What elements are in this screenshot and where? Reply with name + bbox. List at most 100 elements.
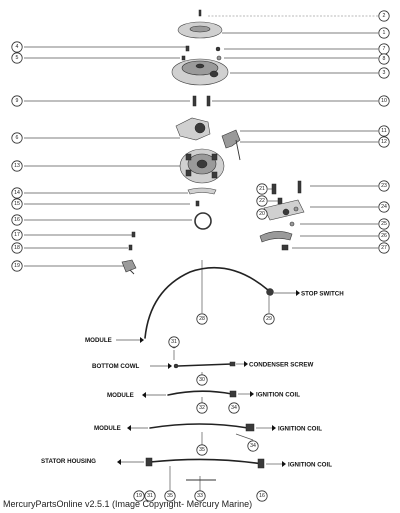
o-ring [194, 212, 212, 230]
stator-housing-label-group: STATOR HOUSING [41, 458, 144, 465]
bottom-cowl-label-group: BOTTOM COWL [92, 363, 172, 370]
callout-16b: 16 [256, 490, 268, 502]
trigger [175, 117, 211, 141]
module-label-group-1: MODULE [85, 337, 144, 344]
condenser-screw-label: CONDENSER SCREW [249, 362, 313, 369]
callout-30: 30 [196, 374, 208, 386]
callout-35a: 35 [196, 444, 208, 456]
callout-25: 25 [378, 218, 390, 230]
leader-lines [24, 15, 378, 491]
svg-text:30: 30 [199, 377, 205, 383]
svg-text:11: 11 [381, 128, 386, 134]
module-label-group-2: MODULE [107, 392, 166, 399]
callout-17: 17 [11, 229, 23, 241]
svg-text:7: 7 [383, 46, 386, 52]
svg-text:4: 4 [16, 44, 19, 50]
ignition-coil-label-group-1: IGNITION COIL [238, 391, 300, 399]
ignition-coil-label-1: IGNITION COIL [256, 392, 300, 399]
svg-text:21: 21 [259, 186, 265, 192]
callout-12: 12 [378, 136, 390, 148]
svg-text:34: 34 [231, 405, 237, 411]
module-label-group-3: MODULE [94, 425, 148, 432]
svg-text:26: 26 [381, 233, 387, 239]
stator-housing-label: STATOR HOUSING [41, 458, 96, 465]
svg-text:14: 14 [14, 190, 20, 196]
callout-31: 31 [168, 336, 180, 348]
svg-text:1: 1 [383, 30, 386, 36]
svg-text:3: 3 [383, 70, 386, 76]
svg-text:8: 8 [383, 56, 386, 62]
svg-text:17: 17 [14, 232, 20, 238]
wire-coil-2 [149, 423, 255, 432]
svg-text:34: 34 [250, 443, 256, 449]
svg-text:19: 19 [14, 263, 20, 269]
callout-32: 32 [196, 402, 208, 414]
small-screws [128, 231, 136, 251]
ignition-coil-label-group-2: IGNITION COIL [256, 425, 322, 433]
condenser-screw-label-group: CONDENSER SCREW [236, 361, 313, 369]
svg-text:23: 23 [381, 183, 387, 189]
callout-31b: 31 [144, 490, 156, 502]
module-label-2: MODULE [107, 392, 134, 399]
svg-text:19: 19 [136, 493, 142, 499]
callout-26: 26 [378, 230, 390, 242]
callout-18: 18 [11, 242, 23, 254]
svg-text:25: 25 [381, 221, 387, 227]
callout-34a: 34 [228, 402, 240, 414]
callout-13: 13 [11, 160, 23, 172]
stop-switch-label-group: STOP SWITCH [296, 290, 344, 298]
small-hardware-top [181, 45, 222, 61]
svg-text:31: 31 [147, 493, 153, 499]
callout-9: 9 [11, 95, 23, 107]
svg-text:6: 6 [16, 135, 19, 141]
svg-text:13: 13 [14, 163, 20, 169]
svg-text:15: 15 [14, 201, 20, 207]
svg-text:27: 27 [381, 245, 387, 251]
callout-11: 11 [378, 125, 390, 137]
svg-text:12: 12 [381, 139, 387, 145]
callout-4: 4 [11, 41, 23, 53]
callout-35b: 35 [164, 490, 176, 502]
ignition-coil-label-2: IGNITION COIL [278, 426, 322, 433]
switch-bracket [259, 180, 305, 251]
callout-23: 23 [378, 180, 390, 192]
callout-6: 6 [11, 132, 23, 144]
module-label-1: MODULE [85, 337, 112, 344]
svg-text:33: 33 [197, 493, 203, 499]
callout-19b: 19 [133, 490, 145, 502]
flywheel [171, 58, 229, 86]
callout-27: 27 [378, 242, 390, 254]
wire-condenser [171, 343, 236, 369]
svg-text:28: 28 [199, 316, 205, 322]
svg-text:18: 18 [14, 245, 20, 251]
wire-coil-1 [167, 390, 237, 398]
flywheel-cap [177, 9, 223, 39]
callout-1: 1 [378, 27, 390, 39]
copyright-footer: MercuryPartsOnline v2.5.1 (Image Copyrig… [3, 499, 253, 509]
stud-pair [192, 95, 211, 107]
callout-10: 10 [378, 95, 390, 107]
module-label-3: MODULE [94, 425, 121, 432]
callout-29: 29 [263, 313, 275, 325]
callout-3: 3 [378, 67, 390, 79]
callout-5: 5 [11, 52, 23, 64]
stop-switch-label: STOP SWITCH [301, 291, 344, 298]
callout-7: 7 [378, 43, 390, 55]
svg-text:2: 2 [383, 13, 386, 19]
callout-19: 19 [11, 260, 23, 272]
callout-15: 15 [11, 198, 23, 210]
callout-20: 20 [256, 208, 268, 220]
clip [121, 259, 137, 275]
callout-14: 14 [11, 187, 23, 199]
svg-text:31: 31 [171, 339, 177, 345]
wire-stator [145, 457, 265, 481]
callout-16: 16 [11, 214, 23, 226]
svg-text:9: 9 [16, 98, 19, 104]
callout-28: 28 [196, 313, 208, 325]
svg-text:32: 32 [199, 405, 205, 411]
ignition-coil-label-group-3: IGNITION COIL [266, 461, 332, 469]
plug-connector [221, 129, 241, 161]
svg-text:16: 16 [259, 493, 265, 499]
callout-21: 21 [256, 183, 268, 195]
